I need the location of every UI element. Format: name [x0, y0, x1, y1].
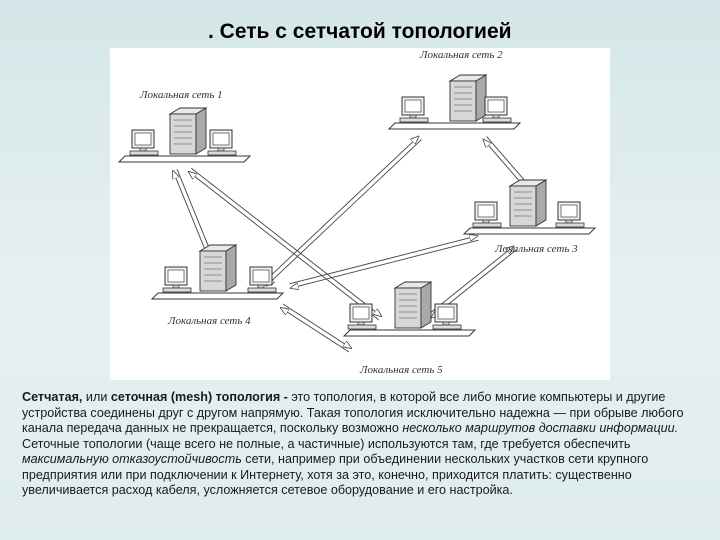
monitor-stand [172, 284, 180, 289]
link-line [428, 246, 514, 315]
desc-or: или [82, 390, 111, 404]
monitor-stand [139, 147, 147, 152]
keyboard [482, 117, 512, 123]
monitor-stand [492, 114, 500, 119]
network-platform [342, 329, 477, 337]
keyboard [162, 287, 192, 293]
mesh-topology-diagram: Локальная сеть 1 Локальная сеть 2 Локальна… [110, 48, 610, 380]
link-line [189, 172, 379, 321]
monitor-icon [472, 201, 502, 228]
network-label: Локальная сеть 5 [359, 364, 443, 376]
link-line [191, 167, 381, 316]
monitor-icon [432, 303, 462, 330]
desc-text-3: сети, например при объединении нескольки… [22, 452, 649, 497]
desc-text-2: Сеточные топологии (чаще всего не полные… [22, 436, 631, 451]
link-line [267, 139, 422, 286]
monitor-stand [565, 219, 573, 224]
local-network-4: Локальная сеть 4 [150, 244, 285, 327]
monitor-stand [442, 321, 450, 326]
server-front [169, 113, 197, 155]
keyboard [555, 222, 585, 228]
monitor-stand [357, 321, 365, 326]
keyboard [247, 287, 277, 293]
keyboard [472, 222, 502, 228]
server-side [420, 281, 432, 329]
server-icon [448, 74, 488, 122]
link-line [282, 303, 351, 348]
monitor-screen [437, 306, 455, 320]
network-platform [462, 227, 597, 235]
monitor-screen [560, 204, 578, 218]
link-line [176, 169, 212, 255]
server-front [199, 250, 227, 292]
network-label: Локальная сеть 2 [419, 49, 503, 61]
network-label: Локальная сеть 4 [167, 315, 251, 327]
link-ln4-ln5 [281, 303, 351, 353]
server-side [195, 107, 207, 155]
server-icon [198, 244, 238, 292]
server-front [509, 185, 537, 227]
link-line [263, 136, 418, 283]
desc-text-1: это топология, в которой все либо многие… [22, 390, 684, 435]
description-paragraph: Сетчатая, или сеточная (mesh) топология … [22, 390, 712, 499]
monitor-stand [409, 114, 417, 119]
monitor-icon [207, 129, 237, 156]
monitor-icon [347, 303, 377, 330]
term-mesh: Сетчатая, [22, 390, 83, 404]
network-label: Локальная сеть 1 [139, 89, 223, 101]
local-network-3: Локальная сеть 3 [462, 179, 597, 255]
keyboard [347, 324, 377, 330]
keyboard [207, 150, 237, 156]
link-line [289, 236, 477, 285]
link-ln3-ln4 [289, 236, 478, 288]
link-ln1-ln4 [173, 169, 212, 257]
diagram-canvas: Локальная сеть 1 Локальная сеть 2 Локальна… [117, 49, 597, 376]
desc-italic-fault-tolerance: максимальную отказоустойчивость [22, 452, 242, 466]
monitor-screen [404, 99, 422, 113]
server-icon [508, 179, 548, 227]
slide-title: . Сеть с сетчатой топологией [208, 20, 512, 43]
keyboard [129, 150, 159, 156]
monitor-icon [162, 266, 192, 293]
local-network-2: Локальная сеть 2 [387, 49, 522, 130]
network-platform [387, 122, 522, 130]
local-network-5: Локальная сеть 5 [342, 281, 477, 376]
link-ln2-ln4 [263, 136, 422, 286]
monitor-icon [129, 129, 159, 156]
server-side [225, 244, 237, 292]
link-line [173, 171, 209, 257]
monitor-stand [482, 219, 490, 224]
link-line [281, 308, 350, 353]
network-platform [117, 155, 252, 163]
desc-italic-routes: несколько маршрутов доставки информации. [402, 421, 679, 435]
monitor-screen [252, 269, 270, 283]
network-platform [150, 292, 285, 300]
link-line [291, 239, 479, 288]
term-mesh-alt: сеточная (mesh) топология - [110, 390, 288, 404]
monitor-icon [482, 96, 512, 123]
monitor-icon [555, 201, 585, 228]
local-network-1: Локальная сеть 1 [117, 89, 252, 163]
server-front [449, 80, 477, 122]
monitor-screen [212, 132, 230, 146]
server-icon [393, 281, 433, 329]
server-side [535, 179, 547, 227]
monitor-screen [477, 204, 495, 218]
monitor-icon [399, 96, 429, 123]
keyboard [399, 117, 429, 123]
keyboard [432, 324, 462, 330]
network-label: Локальная сеть 3 [494, 243, 578, 255]
link-ln1-ln5 [189, 167, 382, 321]
monitor-screen [487, 99, 505, 113]
monitor-screen [167, 269, 185, 283]
monitor-icon [247, 266, 277, 293]
monitor-screen [352, 306, 370, 320]
server-icon [168, 107, 208, 155]
monitor-screen [134, 132, 152, 146]
monitor-stand [217, 147, 225, 152]
monitor-stand [257, 284, 265, 289]
